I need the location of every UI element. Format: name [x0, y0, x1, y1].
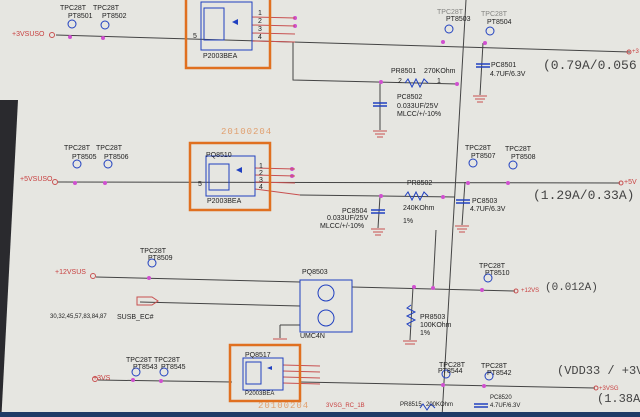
current-annotation: (0.012A): [545, 282, 598, 294]
tp-ref: PT8509: [148, 255, 173, 262]
pin-number: 2: [258, 18, 262, 25]
tp-ref: PT8501: [68, 13, 93, 20]
tp-type: TPC28T: [437, 9, 464, 16]
tp-type: TPC28T: [481, 11, 508, 18]
cap-value: 0.033UF/25V: [397, 103, 439, 110]
tp-ref: PT8544: [438, 368, 463, 375]
date-stamp: 20100204: [258, 401, 310, 411]
net-3vsuso-label: +3VSUSO: [12, 31, 45, 38]
resistor-ref: PR8515: [400, 402, 422, 408]
cap-value: 4.7UF/6.3V: [470, 206, 506, 213]
resistor-tolerance: 1%: [403, 218, 414, 225]
resistor-value: 100KOhm: [420, 322, 452, 329]
tp-type: TPC28T: [439, 362, 466, 369]
ic-part-number: P2003BEA: [203, 53, 238, 60]
signal-page-refs: 30,32,45,57,83,84,87: [50, 314, 107, 320]
net-12vsus-label: +12VSUS: [55, 269, 86, 276]
taskbar[interactable]: [0, 412, 640, 417]
tp-ref: PT8505: [72, 154, 97, 161]
tp-type: TPC28T: [505, 146, 532, 153]
pin-number: 1: [259, 163, 263, 170]
tp-ref: PT8545: [161, 364, 186, 371]
tp-type: TPC28T: [60, 5, 87, 12]
current-annotation: (1.29A/0.33A): [533, 188, 635, 203]
ic-part-number: P2003BEA: [245, 391, 275, 397]
tp-ref: PT8510: [485, 270, 510, 277]
ic-ref: PQ8517: [245, 352, 271, 359]
pin-number: 1: [437, 78, 441, 85]
tp-ref: PT8508: [511, 154, 536, 161]
ic-ref: PQ8503: [302, 269, 328, 276]
cap-ref: PC8502: [397, 94, 423, 101]
tp-ref: PT8543: [133, 364, 158, 371]
cap-value: 0.033UF/25V: [327, 215, 369, 222]
net-out-label: +5V: [624, 179, 637, 186]
tp-type: TPC28T: [154, 357, 181, 364]
cap-ref: PC8520: [490, 395, 512, 401]
pin-number: 5: [198, 181, 202, 188]
resistor-value: 270KOhm: [424, 68, 456, 75]
pin-number: 4: [258, 34, 262, 41]
cap-value: 4.7UF/6.3V: [490, 403, 521, 409]
pin-number: 2: [398, 78, 402, 85]
cap-ref: PC8501: [491, 62, 517, 69]
cap-ref: PC8503: [472, 198, 498, 205]
resistor-tolerance: 1%: [420, 330, 431, 337]
tp-type: TPC28T: [96, 145, 123, 152]
pin-number: 5: [193, 33, 197, 40]
resistor-ref: PR8503: [420, 314, 446, 321]
ic-part-number: P2003BEA: [207, 198, 242, 205]
ic-ref: PQ8510: [206, 152, 232, 159]
tp-ref: PT8503: [446, 16, 471, 23]
net-3vs-label: +3VS: [93, 375, 111, 382]
tp-type: TPC28T: [93, 5, 120, 12]
net-out-label: +3VSG: [599, 386, 619, 392]
tp-type: TPC28T: [465, 145, 492, 152]
cap-spec: MLCC/+/-10%: [397, 111, 442, 118]
tp-type: TPC28T: [140, 248, 167, 255]
signal-name: SUSB_EC#: [117, 314, 154, 321]
net-5vsuso-label: +5VSUSO: [20, 176, 53, 183]
tp-ref: PT8506: [104, 154, 129, 161]
pin-number: 3: [258, 26, 262, 33]
resistor-ref: PR8502: [407, 180, 433, 187]
tp-type: TPC28T: [126, 357, 153, 364]
current-annotation: (0.79A/0.056: [543, 58, 637, 73]
cap-spec: MLCC/+/-10%: [320, 223, 365, 230]
tp-type: TPC28T: [64, 145, 91, 152]
tp-ref: PT8542: [487, 370, 512, 377]
resistor-ref: PR8501: [391, 68, 417, 75]
pin-number: 1: [258, 10, 262, 17]
pin-number: 2: [259, 170, 263, 177]
resistor-value: 200KOhm: [426, 402, 454, 408]
tp-ref: PT8504: [487, 19, 512, 26]
net-out-label: +12VS: [521, 288, 540, 294]
cap-ref: PC8504: [342, 208, 368, 215]
net-out-label: +3: [632, 49, 639, 55]
pin-number: 3: [259, 177, 263, 184]
ic-part-number: UMC4N: [300, 333, 325, 340]
resistor-value: 240KOhm: [403, 205, 435, 212]
date-stamp: 20100204: [221, 127, 273, 137]
tp-type: TPC28T: [479, 263, 506, 270]
tp-type: TPC28T: [481, 363, 508, 370]
current-annotation: (VDD33 / +3V: [557, 364, 640, 378]
pin-number: 4: [259, 184, 263, 191]
tp-ref: PT8507: [471, 153, 496, 160]
net-rc-label: 3VSG_RC_1B: [326, 403, 365, 409]
cap-value: 4.7UF/6.3V: [490, 71, 526, 78]
tp-ref: PT8502: [102, 13, 127, 20]
current-annotation: (1.38A: [597, 392, 640, 406]
